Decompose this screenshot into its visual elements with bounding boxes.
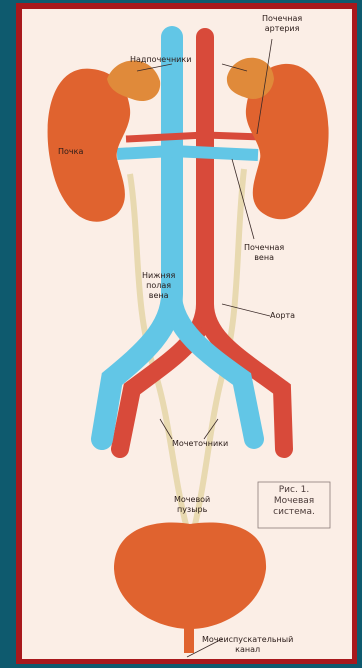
left-renal-vein [117,151,172,154]
urinary-system-diagram [22,9,352,659]
label-adrenal-glands: Надпочечники [130,55,191,65]
right-renal-vein [172,151,258,155]
label-kidney: Почка [58,147,83,157]
label-aorta: Аорта [270,311,295,321]
right-adrenal-gland [227,58,274,99]
bladder [114,522,266,629]
label-ureters: Мочеточники [172,439,228,449]
urethra [184,627,194,653]
left-renal-artery [126,135,205,139]
